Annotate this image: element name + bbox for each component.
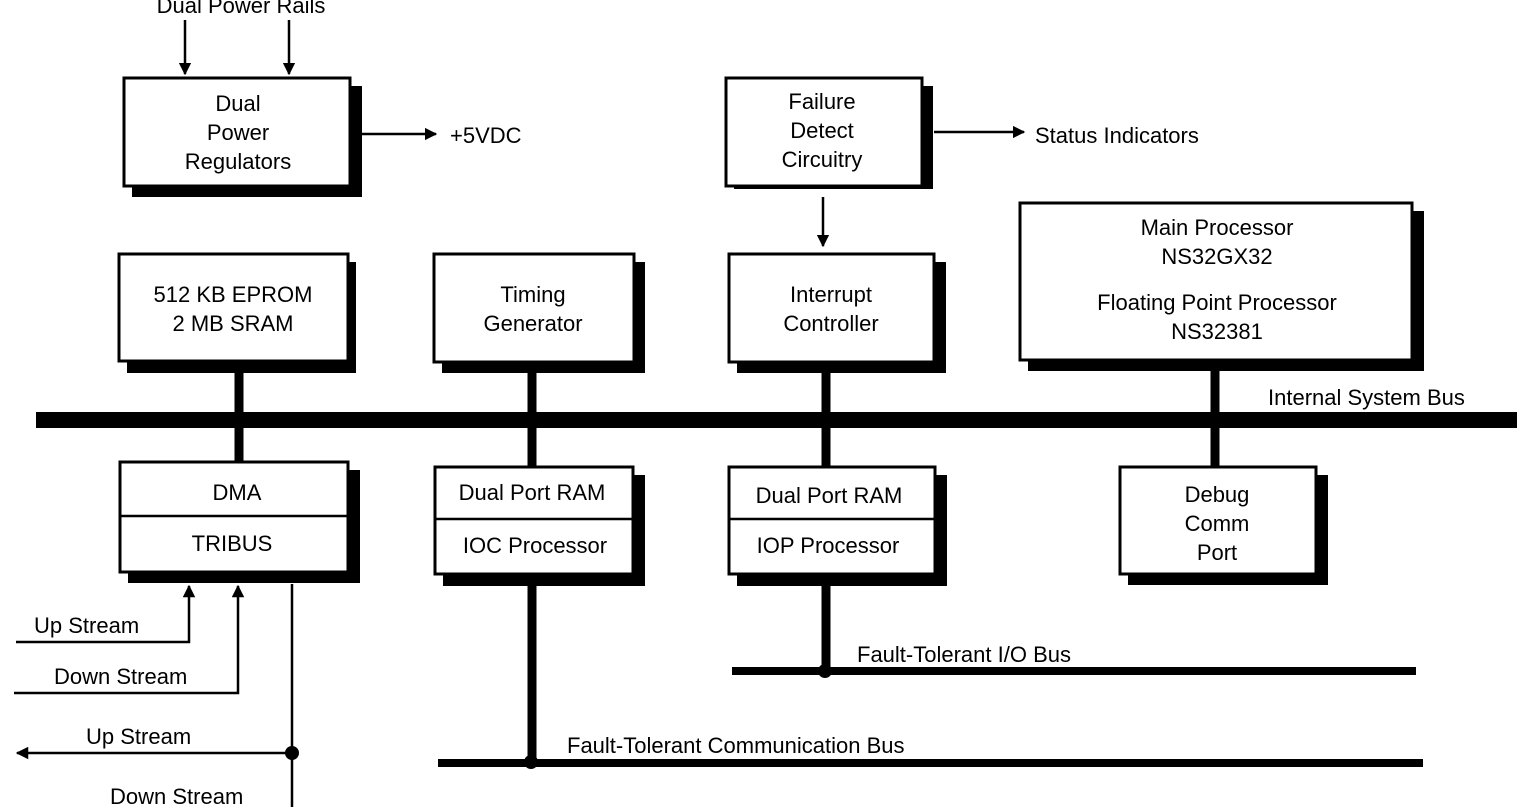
downstream-in-label: Down Stream: [54, 664, 187, 689]
interrupt-controller-line-1: Interrupt: [790, 282, 872, 307]
main-processor-block: Main Processor NS32GX32 Floating Point P…: [1018, 201, 1424, 371]
power-output-label: +5VDC: [450, 123, 522, 148]
downstream-in-line: [14, 584, 245, 695]
upstream-out-label: Up Stream: [86, 724, 191, 749]
internal-system-bus: [36, 412, 1517, 428]
memory-block: 512 KB EPROM 2 MB SRAM: [117, 252, 356, 373]
fault-tolerant-communication-bus-label: Fault-Tolerant Communication Bus: [567, 733, 904, 758]
upstream-in-label: Up Stream: [34, 613, 139, 638]
failure-detect-block: Failure Detect Circuitry: [724, 76, 933, 189]
memory-line-1: 512 KB EPROM: [154, 282, 313, 307]
status-indicators-label: Status Indicators: [1035, 123, 1199, 148]
power-rails-label: Dual Power Rails: [157, 0, 326, 18]
dma-label: DMA: [213, 480, 262, 505]
ioc-block: Dual Port RAM IOC Processor: [433, 465, 645, 586]
fpu-line-2: NS32381: [1171, 319, 1263, 344]
ioc-processor-label: IOC Processor: [463, 533, 607, 558]
failure-detect-line-2: Detect: [790, 118, 854, 143]
interrupt-controller-line-2: Controller: [783, 311, 878, 336]
upstream-in-line: [16, 584, 196, 644]
comm-bus-junction: [524, 755, 538, 769]
debug-line-3: Port: [1197, 540, 1237, 565]
main-processor-line-1: Main Processor: [1141, 215, 1294, 240]
failure-detect-line-3: Circuitry: [782, 147, 863, 172]
memory-line-2: 2 MB SRAM: [172, 311, 293, 336]
iop-processor-label: IOP Processor: [757, 533, 900, 558]
interrupt-controller-block: Interrupt Controller: [727, 252, 946, 373]
tribus-label: TRIBUS: [192, 531, 273, 556]
internal-system-bus-label: Internal System Bus: [1268, 385, 1465, 410]
failure-detect-line-1: Failure: [788, 89, 855, 114]
power-regulators-line-1: Dual: [215, 91, 260, 116]
io-bus-junction: [818, 664, 832, 678]
fpu-line-1: Floating Point Processor: [1097, 290, 1337, 315]
debug-line-1: Debug: [1185, 482, 1250, 507]
timing-generator-block: Timing Generator: [432, 252, 645, 373]
downstream-out-label: Down Stream: [110, 784, 243, 807]
iop-dual-port-ram-label: Dual Port RAM: [756, 483, 903, 508]
power-regulators-line-2: Power: [207, 120, 269, 145]
power-rails: Dual Power Rails: [157, 0, 326, 76]
power-regulators-block: Dual Power Regulators: [122, 76, 362, 197]
timing-generator-line-2: Generator: [483, 311, 582, 336]
timing-generator-line-1: Timing: [500, 282, 565, 307]
main-processor-line-2: NS32GX32: [1161, 244, 1272, 269]
upstream-out-junction: [285, 746, 299, 760]
iop-block: Dual Port RAM IOP Processor: [727, 465, 947, 586]
dma-tribus-block: DMA TRIBUS: [118, 460, 360, 583]
ioc-dual-port-ram-label: Dual Port RAM: [459, 480, 606, 505]
fault-tolerant-io-bus-label: Fault-Tolerant I/O Bus: [857, 642, 1071, 667]
debug-line-2: Comm: [1185, 511, 1250, 536]
power-regulators-line-3: Regulators: [185, 149, 291, 174]
debug-comm-port-block: Debug Comm Port: [1118, 465, 1328, 585]
